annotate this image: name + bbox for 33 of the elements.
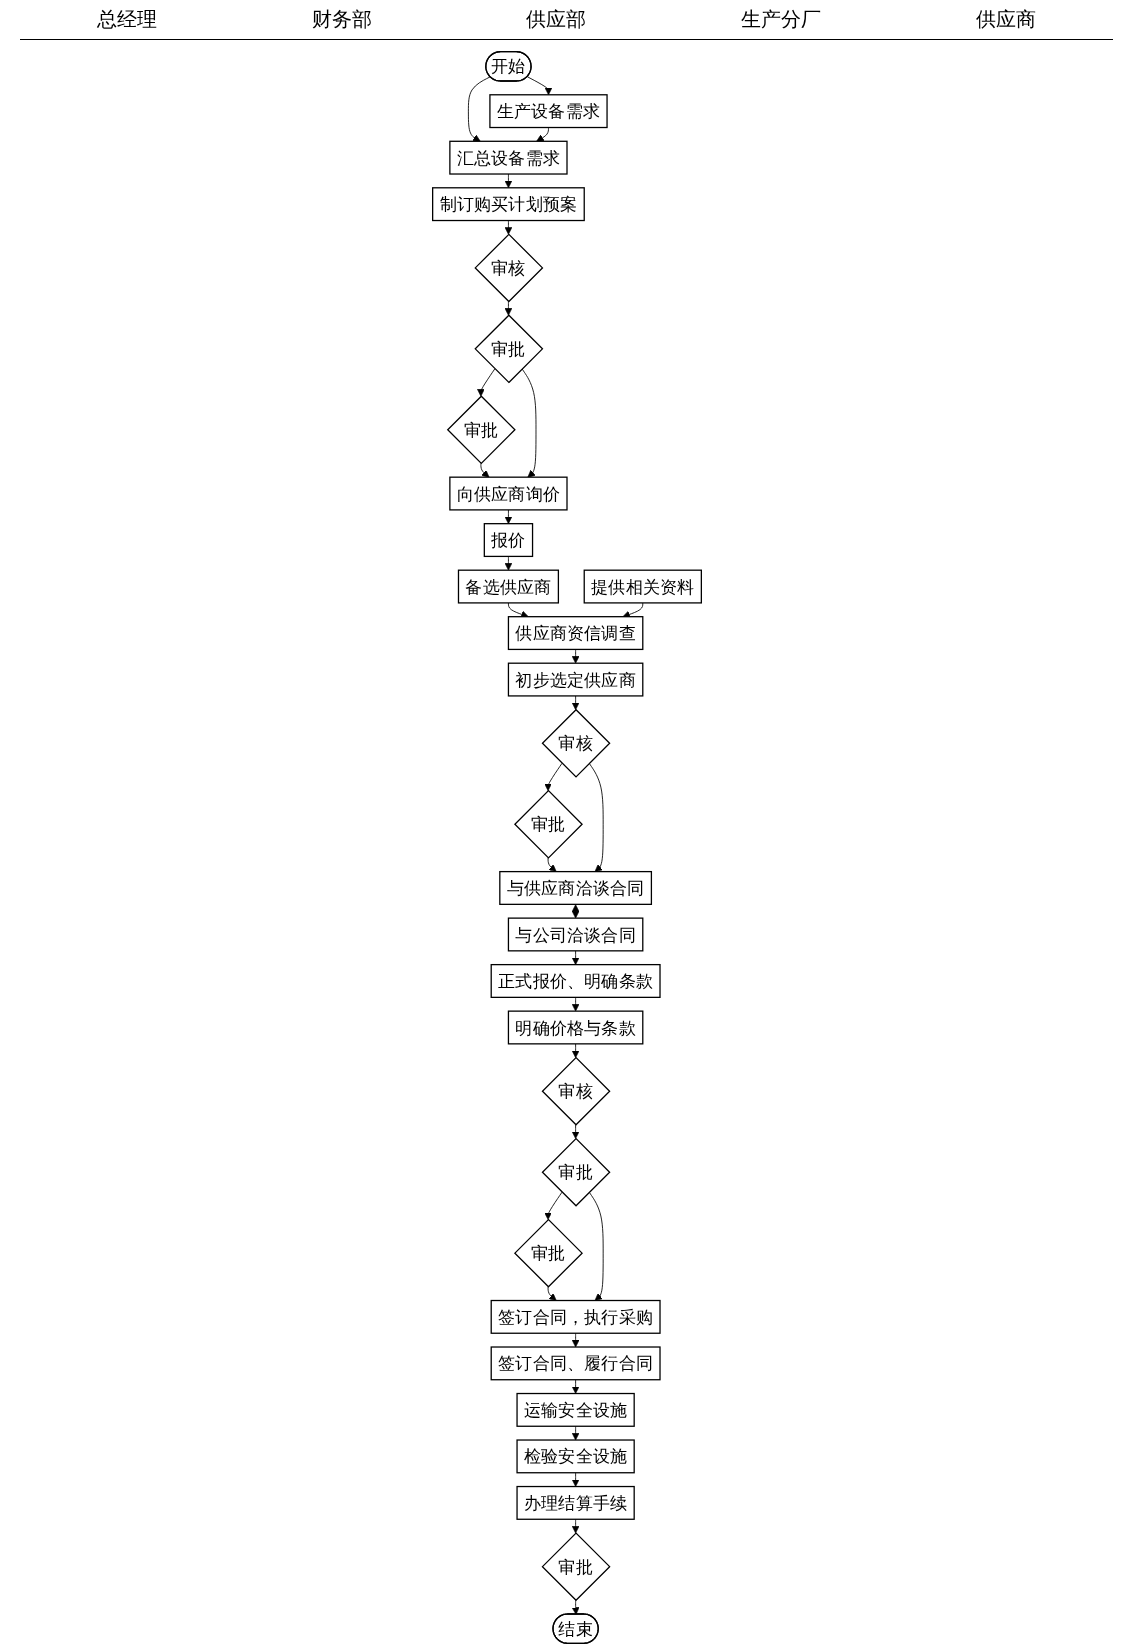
node-box: 备选供应商 (457, 569, 559, 604)
column-header: 供应部 (526, 6, 587, 33)
node-box: 汇总设备需求 (448, 140, 568, 175)
node-box: 提供相关资料 (583, 569, 702, 604)
node-diamond: 审核 (541, 708, 611, 778)
node-box: 检验安全设施 (515, 1439, 635, 1474)
arrow (571, 904, 579, 919)
column-header: 财务部 (311, 6, 372, 33)
node-box: 向供应商询价 (448, 476, 568, 511)
node-box: 签订合同、履行合同 (490, 1346, 661, 1381)
node-diamond: 审批 (513, 1218, 583, 1288)
node-box: 报价 (483, 523, 533, 558)
node-box: 运输安全设施 (515, 1392, 635, 1427)
node-box: 生产设备需求 (488, 94, 608, 129)
node-box: 与公司洽谈合同 (507, 917, 643, 952)
node-diamond: 审批 (513, 789, 583, 859)
node-box: 明确价格与条款 (507, 1010, 643, 1045)
node-box: 供应商资信调查 (507, 616, 643, 651)
column-header: 生产分厂 (741, 6, 822, 33)
column-header: 供应商 (975, 6, 1036, 33)
node-diamond: 审批 (541, 1137, 611, 1207)
column-header: 总经理 (97, 6, 158, 33)
node-box: 制订购买计划预案 (431, 187, 585, 222)
node-diamond: 审批 (541, 1532, 611, 1602)
node-box: 签订合同，执行采购 (490, 1299, 661, 1334)
node-diamond: 审批 (446, 395, 516, 465)
node-box: 初步选定供应商 (507, 662, 643, 697)
node-diamond: 审核 (473, 233, 543, 303)
node-box: 办理结算手续 (515, 1485, 635, 1520)
node-box: 正式报价、明确条款 (490, 964, 661, 998)
node-diamond: 审批 (473, 314, 543, 384)
node-diamond: 审核 (541, 1056, 611, 1126)
node-box: 与供应商洽谈合同 (498, 870, 652, 905)
